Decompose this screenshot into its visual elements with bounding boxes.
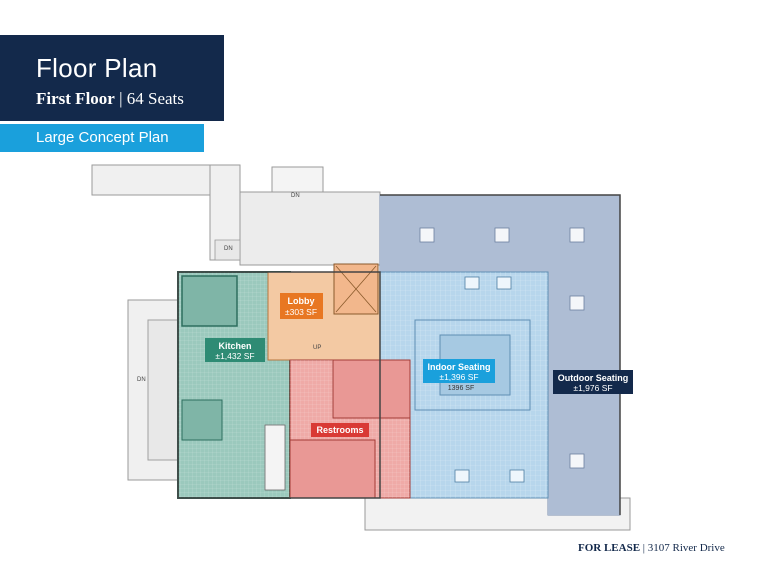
footer: FOR LEASE | 3107 River Drive xyxy=(578,542,725,554)
site-surroundings xyxy=(91,164,631,531)
restrooms-name: Restrooms xyxy=(316,425,363,435)
seats-count: 64 Seats xyxy=(126,89,184,108)
concept-label-box: Large Concept Plan xyxy=(0,124,204,152)
kitchen-label: Kitchen ±1,432 SF xyxy=(205,338,265,362)
kitchen-name: Kitchen xyxy=(218,341,251,351)
footer-address: 3107 River Drive xyxy=(647,542,725,554)
indoor-seating-area-value: ±1,396 SF xyxy=(439,372,478,382)
restrooms-area xyxy=(289,359,411,499)
title-box: Floor Plan First Floor | 64 Seats xyxy=(0,35,224,121)
patio-outline xyxy=(380,194,621,515)
dn-annotation-left: DN xyxy=(224,246,233,252)
outdoor-seating-area xyxy=(379,194,621,516)
up-annotation: UP xyxy=(313,345,321,351)
footer-status: FOR LEASE xyxy=(578,542,641,554)
restrooms-label: Restrooms xyxy=(311,423,369,437)
lobby-name: Lobby xyxy=(288,296,315,306)
lobby-label: Lobby ±303 SF xyxy=(280,293,323,319)
indoor-seating-name: Indoor Seating xyxy=(428,362,491,372)
dn-annotation-side: DN xyxy=(137,377,146,383)
concept-label: Large Concept Plan xyxy=(36,129,169,146)
outdoor-seating-label: Outdoor Seating ±1,976 SF xyxy=(553,370,633,394)
floor-subtitle: First Floor | 64 Seats xyxy=(36,89,184,109)
building-outline xyxy=(177,271,381,499)
kitchen-area-value: ±1,432 SF xyxy=(215,351,254,361)
page-title: Floor Plan xyxy=(36,53,158,83)
floor-label: First Floor xyxy=(36,89,115,108)
footer-separator: | xyxy=(642,542,645,554)
dn-annotation-top: DN xyxy=(291,193,300,199)
outdoor-seating-name: Outdoor Seating xyxy=(558,373,629,383)
subtitle-separator: | xyxy=(119,89,123,108)
indoor-seating-label: Indoor Seating ±1,396 SF 1396 SF xyxy=(423,359,495,392)
outdoor-seating-area-value: ±1,976 SF xyxy=(573,383,612,393)
lobby-area-value: ±303 SF xyxy=(285,307,317,317)
indoor-seating-note: 1396 SF xyxy=(448,385,474,392)
